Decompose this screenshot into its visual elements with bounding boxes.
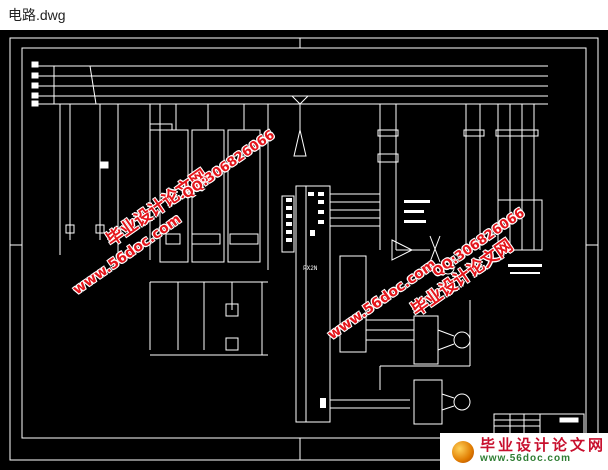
- plc-block: [281, 95, 410, 423]
- window-title-bar: 电路.dwg: [0, 0, 608, 30]
- plc-label: FX2N: [303, 265, 318, 272]
- schematic-drawing: FX2N: [9, 37, 599, 461]
- logo-ball-icon: [452, 440, 474, 463]
- left-circuits: [59, 104, 269, 356]
- logo-cn: 毕业设计论文网: [480, 437, 607, 455]
- right-circuits: [366, 104, 543, 425]
- power-bus: [31, 61, 548, 107]
- site-logo-watermark: 毕业设计论文网 www.56doc.com: [440, 433, 608, 470]
- file-title: 电路.dwg: [8, 7, 66, 23]
- inner-frame: [21, 47, 587, 439]
- outer-frame: [9, 37, 599, 461]
- logo-url: www.56doc.com: [480, 453, 571, 465]
- drawing-canvas[interactable]: FX2N: [0, 30, 608, 470]
